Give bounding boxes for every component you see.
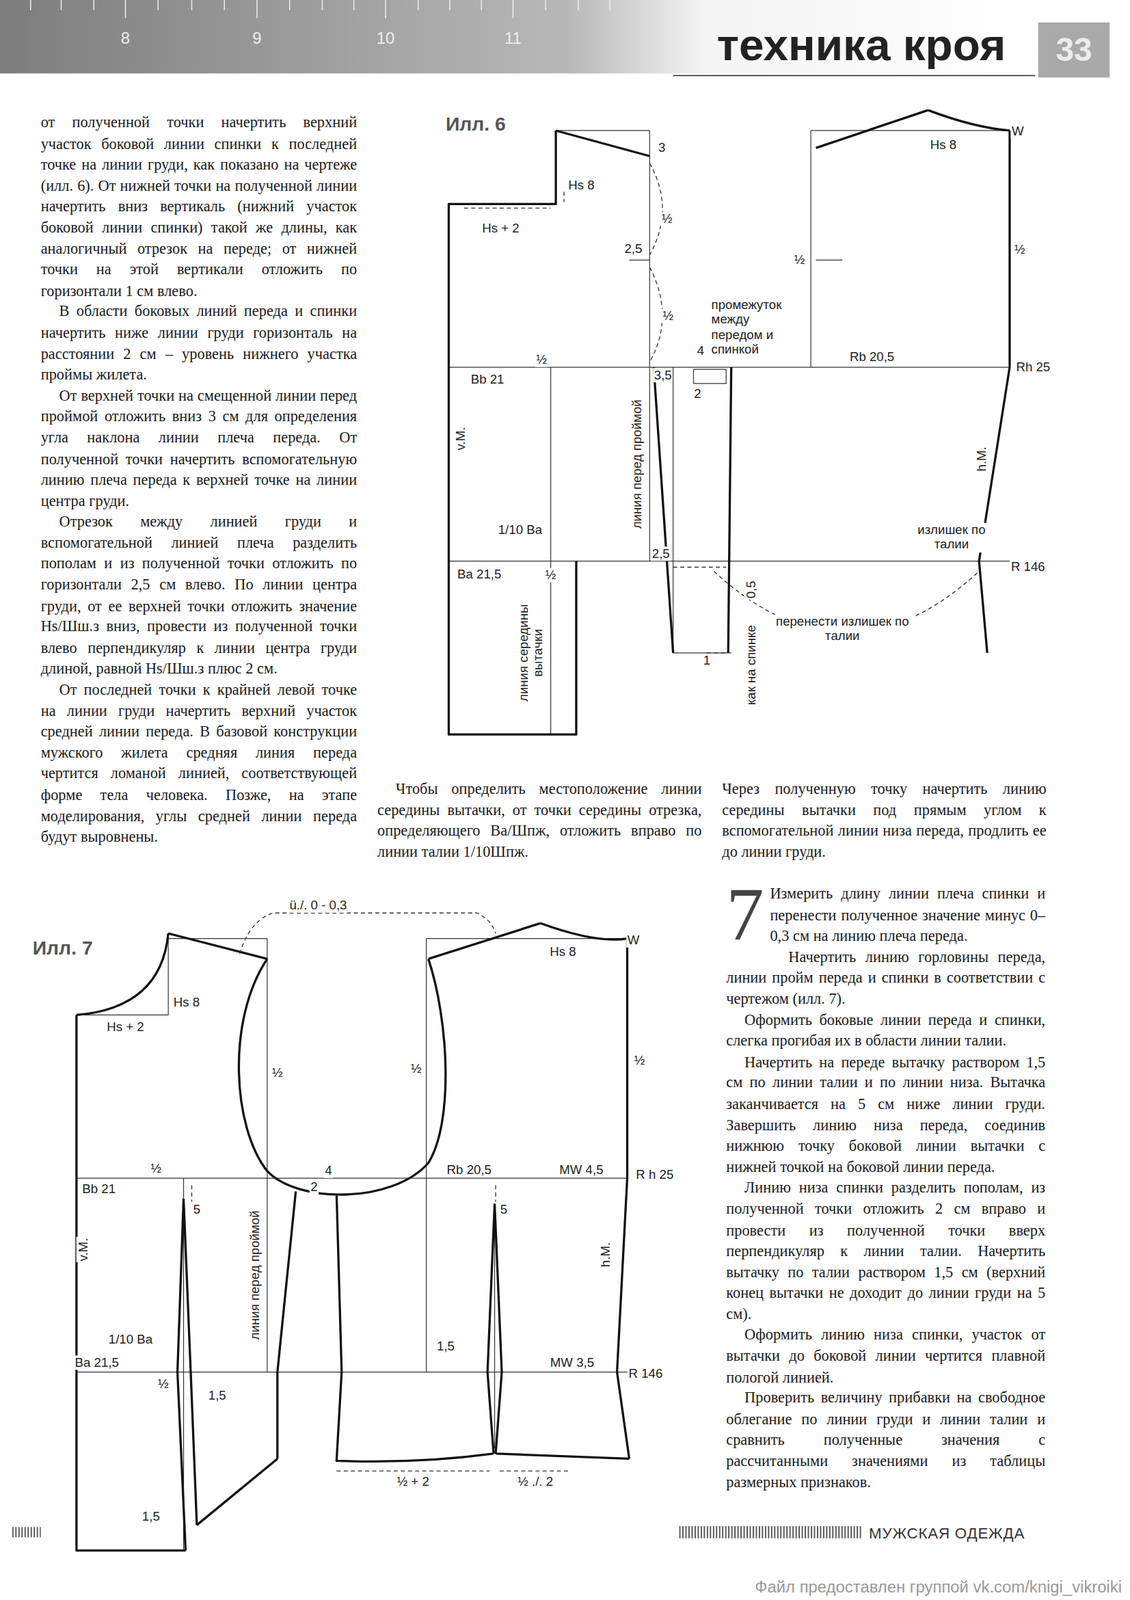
dimension-label: 1,5: [435, 1339, 456, 1354]
figure-heading: Илл. 6: [445, 113, 506, 137]
dimension-label: Ba 21,5: [456, 566, 503, 582]
dimension-label: 2,5: [650, 546, 671, 561]
dimension-label: v.M.: [453, 425, 469, 452]
dimension-label: ½ ./. 2: [516, 1474, 555, 1489]
dimension-label: 2: [309, 1179, 319, 1195]
body-paragraph: От верхней точки на смещенной линии пере…: [41, 385, 357, 512]
dimension-label: 1/10 Ba: [107, 1331, 154, 1347]
dimension-label: Hs 8: [548, 944, 577, 959]
dimension-label: ½: [535, 352, 549, 368]
dimension-label: линия перед проймой: [247, 1209, 262, 1341]
dimension-label: W: [626, 933, 641, 948]
ruler-number: 10: [376, 29, 396, 48]
dimension-label: 2: [693, 386, 703, 401]
body-paragraph: Начертить на переде вытачку раствором 1,…: [725, 1051, 1046, 1178]
body-paragraph: Измерить длину линии плеча спинки и пере…: [725, 883, 1046, 947]
watermark: Файл предоставлен группой vk.com/knigi_v…: [754, 1577, 1122, 1597]
dimension-label: W: [1011, 124, 1026, 139]
dimension-label: MW 3,5: [548, 1354, 595, 1370]
text-column: Чтобы определить местоположение линии се…: [377, 777, 702, 863]
text-column: 7Измерить длину линии плеча спинки и пер…: [725, 883, 1046, 1493]
dimension-label: ½: [156, 1376, 170, 1392]
dimension-label: R h 25: [635, 1167, 675, 1182]
dimension-label: v.M.: [76, 1236, 91, 1262]
dimension-label: Rb 20,5: [445, 1162, 493, 1177]
body-paragraph: Линию низа спинки разделить пополам, из …: [725, 1177, 1046, 1325]
footer-section: МУЖСКАЯ ОДЕЖДА: [868, 1523, 1025, 1541]
ruler-number: 9: [252, 29, 262, 48]
dimension-label: 3,5: [652, 367, 673, 383]
body-paragraph: В области боковых линий переда и спинки …: [41, 301, 357, 386]
dimension-label: 5: [192, 1202, 201, 1217]
dimension-label: 3: [657, 140, 667, 156]
dimension-label: ½: [149, 1161, 163, 1176]
body-paragraph: Оформить линию низа спинки, участок от в…: [725, 1324, 1046, 1388]
dimension-label: h.M.: [974, 445, 990, 473]
dimension-label: 1,5: [140, 1509, 161, 1524]
page-title: техника кроя: [717, 22, 1006, 68]
dimension-label: Hs 8: [172, 995, 201, 1010]
body-paragraph: от полученной точки начертить верхний уч…: [41, 112, 357, 302]
figure-heading: Илл. 7: [32, 937, 93, 960]
dimension-label: MW 4,5: [558, 1162, 605, 1177]
body-paragraph: Через полученную точку начертить линию с…: [721, 777, 1046, 863]
dimension-label: R 146: [627, 1366, 664, 1381]
dimension-label: ü./. 0 - 0,3: [288, 898, 348, 913]
dimension-label: Hs + 2: [105, 1019, 145, 1035]
body-paragraph: Оформить боковые линии переда и спинки, …: [725, 1009, 1046, 1051]
body-paragraph: Чтобы определить местоположение линии се…: [377, 777, 702, 863]
dimension-label: Rb 20,5: [848, 349, 895, 364]
dimension-label: Bb 21: [81, 1181, 117, 1197]
dimension-label: 4: [695, 343, 705, 358]
dimension-label: 4: [324, 1163, 333, 1178]
dimension-label: 1,5: [207, 1387, 227, 1403]
dimension-label: 1: [702, 653, 711, 668]
dimension-label: Hs + 2: [481, 220, 521, 236]
dimension-label: ½: [633, 1053, 647, 1068]
dimension-label: 1/10 Ba: [496, 522, 543, 538]
body-paragraph: Начертить линию горловины переда, линии …: [725, 946, 1046, 1010]
ruler-number: 8: [120, 29, 130, 48]
page-number: 33: [1055, 31, 1092, 70]
dimension-label: Hs 8: [929, 137, 958, 152]
dimension-label: R 146: [1009, 559, 1046, 575]
dimension-label: как на спинке: [744, 624, 759, 707]
dimension-label: ½: [544, 568, 558, 583]
dimension-label: излишек по талии: [909, 522, 994, 553]
dimension-label: ½: [409, 1061, 423, 1076]
dimension-label: ½: [1013, 242, 1027, 258]
ruler-number: 11: [504, 29, 522, 48]
dimension-label: 0,5: [744, 579, 759, 600]
body-paragraph: Отрезок между линией груди и вспомогател…: [41, 511, 357, 680]
dimension-label: ½: [661, 308, 675, 324]
dimension-label: Bb 21: [469, 371, 506, 387]
dimension-label: перенести излишек по талии: [769, 614, 915, 644]
dimension-label: Rh 25: [1015, 359, 1052, 374]
dimension-label: ½: [660, 211, 674, 227]
body-paragraph: От последней точки к крайней левой точке…: [41, 679, 357, 848]
dimension-label: h.M.: [598, 1240, 613, 1268]
text-column: Через полученную точку начертить линию с…: [721, 777, 1046, 863]
dimension-label: промежуток между передом и спинкой: [710, 298, 800, 357]
dimension-label: линия перед проймой: [630, 398, 645, 530]
dimension-label: ½: [792, 252, 806, 268]
dimension-label: ½: [271, 1065, 285, 1081]
dimension-label: линия середины вытачки: [516, 585, 547, 720]
dimension-label: 5: [499, 1202, 508, 1217]
dimension-label: Hs 8: [567, 178, 596, 193]
dimension-label: ½ + 2: [395, 1474, 430, 1489]
dimension-label: Ba 21,5: [73, 1354, 120, 1370]
step-number: 7: [725, 885, 764, 947]
body-paragraph: Проверить величину прибавки на свободное…: [725, 1387, 1046, 1493]
dimension-label: 2,5: [623, 241, 644, 256]
text-column: от полученной точки начертить верхний уч…: [41, 112, 357, 847]
